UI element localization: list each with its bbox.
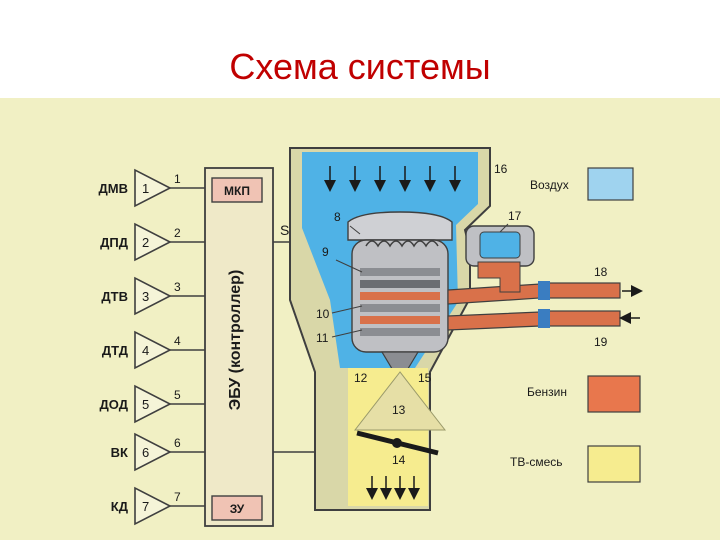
callout-10: 10 [316,307,330,321]
legend-label-air: Воздух [530,178,569,192]
sensor-label: ДТВ [101,289,128,304]
regulator-fuel-channel [477,261,521,293]
sensor-number: 3 [142,289,149,304]
sensor-1 [134,168,205,208]
mkp-label: МКП [224,184,250,198]
sensor-number: 4 [142,343,149,358]
sensor-label: ВК [111,445,128,460]
wire-number: 4 [174,334,181,348]
wire-number: 1 [174,172,181,186]
signal-label-s: S [280,222,289,238]
sensor-number: 5 [142,397,149,412]
sensor-label: КД [111,499,129,514]
sensor-label: ДОД [100,397,129,412]
sensor-5 [134,384,205,424]
sensor-4 [134,330,205,370]
fuel-fitting-lower [538,309,550,328]
callout-12: 12 [354,371,368,385]
fuel-spray-cone [353,371,447,431]
wire-number: 2 [174,226,181,240]
sensor-label: ДМВ [99,181,128,196]
legend-label-fuel: Бензин [527,385,567,399]
sensor-3 [134,276,205,316]
sensor-2 [134,222,205,262]
fuel-fitting-upper [538,281,550,300]
wire-number: 3 [174,280,181,294]
mixture-flow-arrows [366,476,420,500]
mkp-box [211,177,263,203]
injector-winding [360,268,440,336]
zu-box [211,495,263,521]
wire-number: 5 [174,388,181,402]
wire-number: 7 [174,490,181,504]
injector-spring [365,240,439,248]
callout-17: 17 [508,209,522,223]
callout-leaders [331,223,509,338]
sensor-number: 7 [142,499,149,514]
air-flow-arrows [324,166,461,192]
zu-label: ЗУ [230,502,245,516]
callout-13: 13 [392,403,406,417]
sensor-label: ДТД [102,343,129,358]
fuel-lines [447,282,621,331]
callout-16: 16 [494,162,508,176]
legend-swatch-fuel [587,375,641,413]
sensor-number: 6 [142,445,149,460]
callout-18: 18 [594,265,608,279]
callout-11: 11 [316,331,329,345]
sensor-label: ДПД [100,235,129,250]
legend-swatch-mixture [587,445,641,483]
ecu-block [204,167,274,527]
legend-label-mixture: ТВ-смесь [510,455,563,469]
callout-19: 19 [594,335,608,349]
sensor-column [134,168,205,526]
legend-swatch-air [587,167,634,201]
regulator-chamber [479,231,521,259]
injector-cap [347,211,453,241]
sensor-7 [134,486,205,526]
callout-9: 9 [322,245,329,259]
sensor-number: 1 [142,181,149,196]
sensor-number: 2 [142,235,149,250]
callout-14: 14 [392,453,406,467]
ecu-label: ЭБУ (контроллер) [227,270,244,411]
callout-8: 8 [334,210,341,224]
sensor-6 [134,432,205,472]
slide-title: Схема системы [229,46,491,87]
callout-15: 15 [418,371,432,385]
wire-number: 6 [174,436,181,450]
throttle-axle [392,438,402,448]
